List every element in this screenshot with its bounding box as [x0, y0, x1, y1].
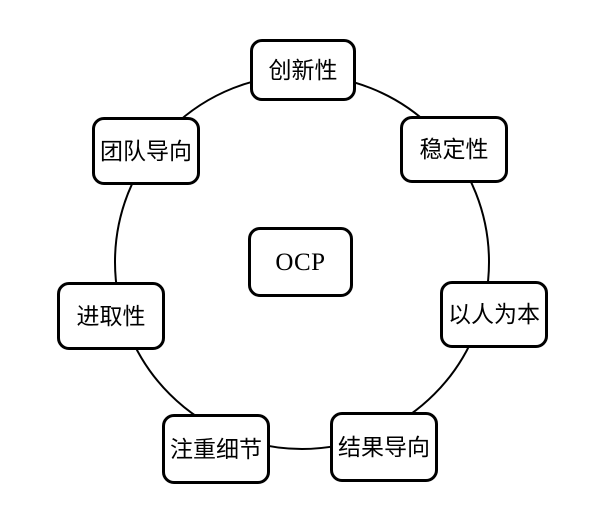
node-stability[interactable]: 稳定性 — [400, 116, 508, 183]
node-attention-to-detail[interactable]: 注重细节 — [162, 414, 270, 484]
node-aggressiveness-label: 进取性 — [76, 302, 146, 329]
center-node-label: OCP — [275, 248, 326, 276]
node-stability-label: 稳定性 — [419, 136, 489, 162]
node-attention-to-detail-label: 注重细节 — [170, 435, 262, 462]
center-node-ocp[interactable]: OCP — [248, 227, 353, 297]
node-innovation[interactable]: 创新性 — [250, 39, 356, 101]
node-people-oriented[interactable]: 以人为本 — [440, 281, 548, 348]
node-team-oriented[interactable]: 团队导向 — [92, 117, 200, 185]
node-innovation-label: 创新性 — [268, 56, 338, 83]
node-aggressiveness[interactable]: 进取性 — [57, 282, 165, 350]
node-people-oriented-label: 以人为本 — [448, 301, 540, 327]
node-results-oriented-label: 结果导向 — [338, 433, 430, 460]
node-results-oriented[interactable]: 结果导向 — [330, 412, 438, 482]
node-team-oriented-label: 团队导向 — [100, 137, 192, 164]
